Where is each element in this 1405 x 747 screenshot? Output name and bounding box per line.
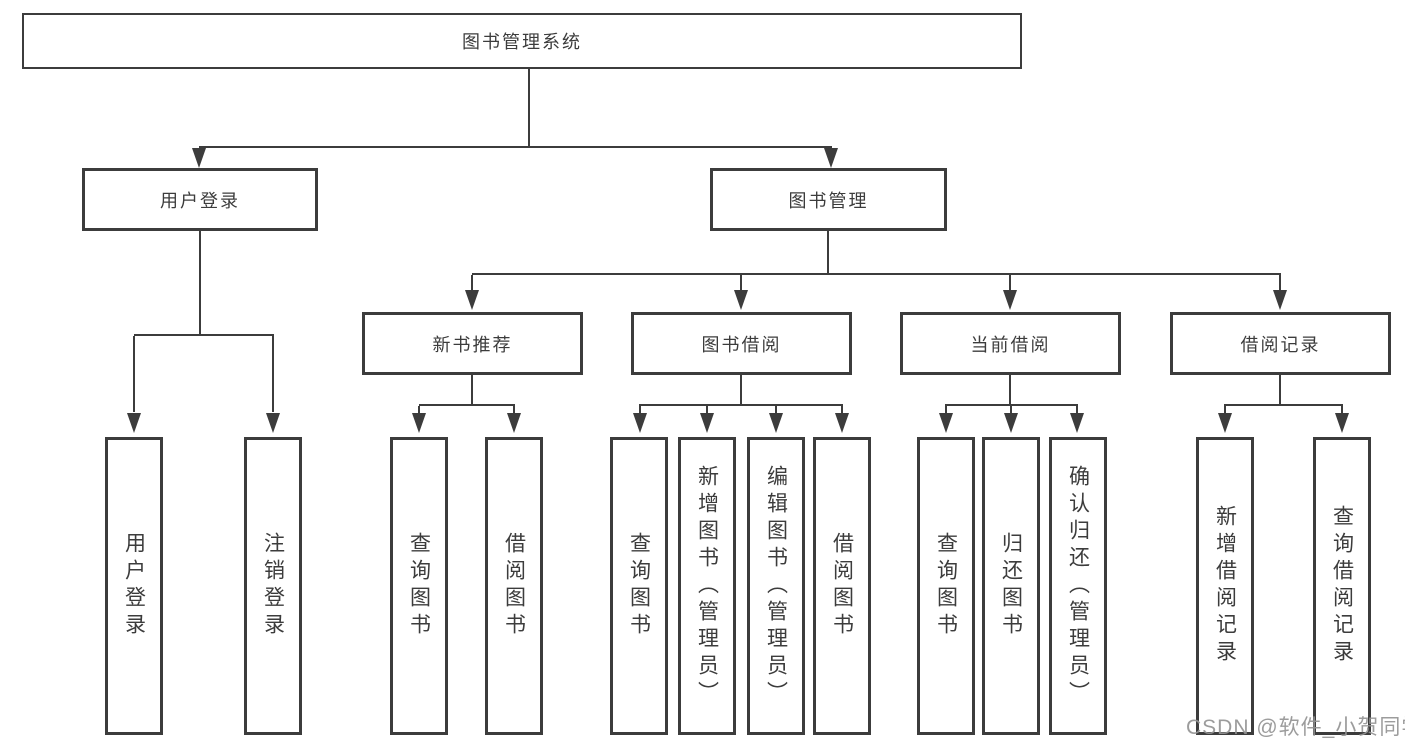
connector-level1-bar [199, 146, 832, 148]
connector-drop-line [513, 406, 515, 415]
node-library-management-system: 图书管理系统 [22, 13, 1022, 69]
node-current-query-books: 查询图书 [917, 437, 975, 735]
arrowhead-down-icon [507, 413, 521, 433]
csdn-watermark: CSDN @软件_小贺同学 [1186, 716, 1405, 739]
connector-book-borrowing-bar [639, 404, 843, 406]
connector-root-stem [528, 68, 530, 147]
connector-drop-line [1279, 275, 1281, 292]
arrowhead-down-icon [700, 413, 714, 433]
arrowhead-down-icon [769, 413, 783, 433]
arrowhead-down-icon [633, 413, 647, 433]
connector-drop-line [1009, 275, 1011, 292]
arrowhead-down-icon [1218, 413, 1232, 433]
node-borrowing-records: 借阅记录 [1170, 312, 1391, 375]
arrowhead-down-icon [835, 413, 849, 433]
node-new-book-recommendation: 新书推荐 [362, 312, 583, 375]
node-current-borrowing: 当前借阅 [900, 312, 1121, 375]
connector-borrowing-records-stem [1279, 374, 1281, 406]
connector-current-borrowing-bar [945, 404, 1078, 406]
connector-drop-line [841, 406, 843, 415]
arrowhead-down-icon [465, 290, 479, 310]
node-borrowing-add-books-admin: 新增图书（管理员） [678, 437, 736, 735]
connector-drop-line [1341, 406, 1343, 415]
node-book-management: 图书管理 [710, 168, 947, 231]
node-borrowing-edit-books-admin: 编辑图书（管理员） [747, 437, 805, 735]
connector-drop-line [639, 406, 641, 415]
arrowhead-down-icon [734, 290, 748, 310]
arrowhead-down-icon [939, 413, 953, 433]
node-newbook-query-books: 查询图书 [390, 437, 448, 735]
node-newbook-borrow-books: 借阅图书 [485, 437, 543, 735]
node-current-confirm-return-admin: 确认归还（管理员） [1049, 437, 1107, 735]
connector-level2-bar [472, 273, 1281, 275]
arrowhead-down-icon [266, 413, 280, 433]
connector-user-login-bar [134, 334, 274, 336]
connector-book-management-stem [827, 230, 829, 275]
connector-drop-line [740, 275, 742, 292]
arrowhead-down-icon [1003, 290, 1017, 310]
connector-drop-line [706, 406, 708, 415]
connector-drop-line [418, 406, 420, 415]
connector-drop-line [1010, 406, 1012, 415]
connector-drop-line [1224, 406, 1226, 415]
connector-drop-line [133, 336, 135, 412]
connector-borrowing-records-bar [1224, 404, 1343, 406]
connector-drop-line [1076, 406, 1078, 415]
arrowhead-down-icon [1273, 290, 1287, 310]
connector-current-borrowing-stem [1009, 374, 1011, 406]
node-borrowing-borrow-books: 借阅图书 [813, 437, 871, 735]
node-records-add-borrow-record: 新增借阅记录 [1196, 437, 1254, 735]
arrowhead-down-icon [1335, 413, 1349, 433]
node-current-return-books: 归还图书 [982, 437, 1040, 735]
connector-drop-line [272, 336, 274, 412]
connector-drop-line [471, 275, 473, 292]
arrowhead-down-icon [412, 413, 426, 433]
connector-user-login-stem [199, 230, 201, 336]
connector-book-borrowing-stem [740, 374, 742, 406]
connector-new-book-bar [419, 404, 515, 406]
node-book-borrowing: 图书借阅 [631, 312, 852, 375]
node-user-login-leaf: 用户登录 [105, 437, 163, 735]
connector-drop-line [945, 406, 947, 415]
arrowhead-down-icon [1004, 413, 1018, 433]
connector-new-book-stem [471, 374, 473, 406]
arrowhead-down-icon [1070, 413, 1084, 433]
connector-drop-line [775, 406, 777, 415]
node-records-query-borrow-record: 查询借阅记录 [1313, 437, 1371, 735]
node-logout-leaf: 注销登录 [244, 437, 302, 735]
arrowhead-down-icon [824, 148, 838, 168]
arrowhead-down-icon [127, 413, 141, 433]
arrowhead-down-icon [192, 148, 206, 168]
node-user-login-branch: 用户登录 [82, 168, 318, 231]
node-borrowing-query-books: 查询图书 [610, 437, 668, 735]
